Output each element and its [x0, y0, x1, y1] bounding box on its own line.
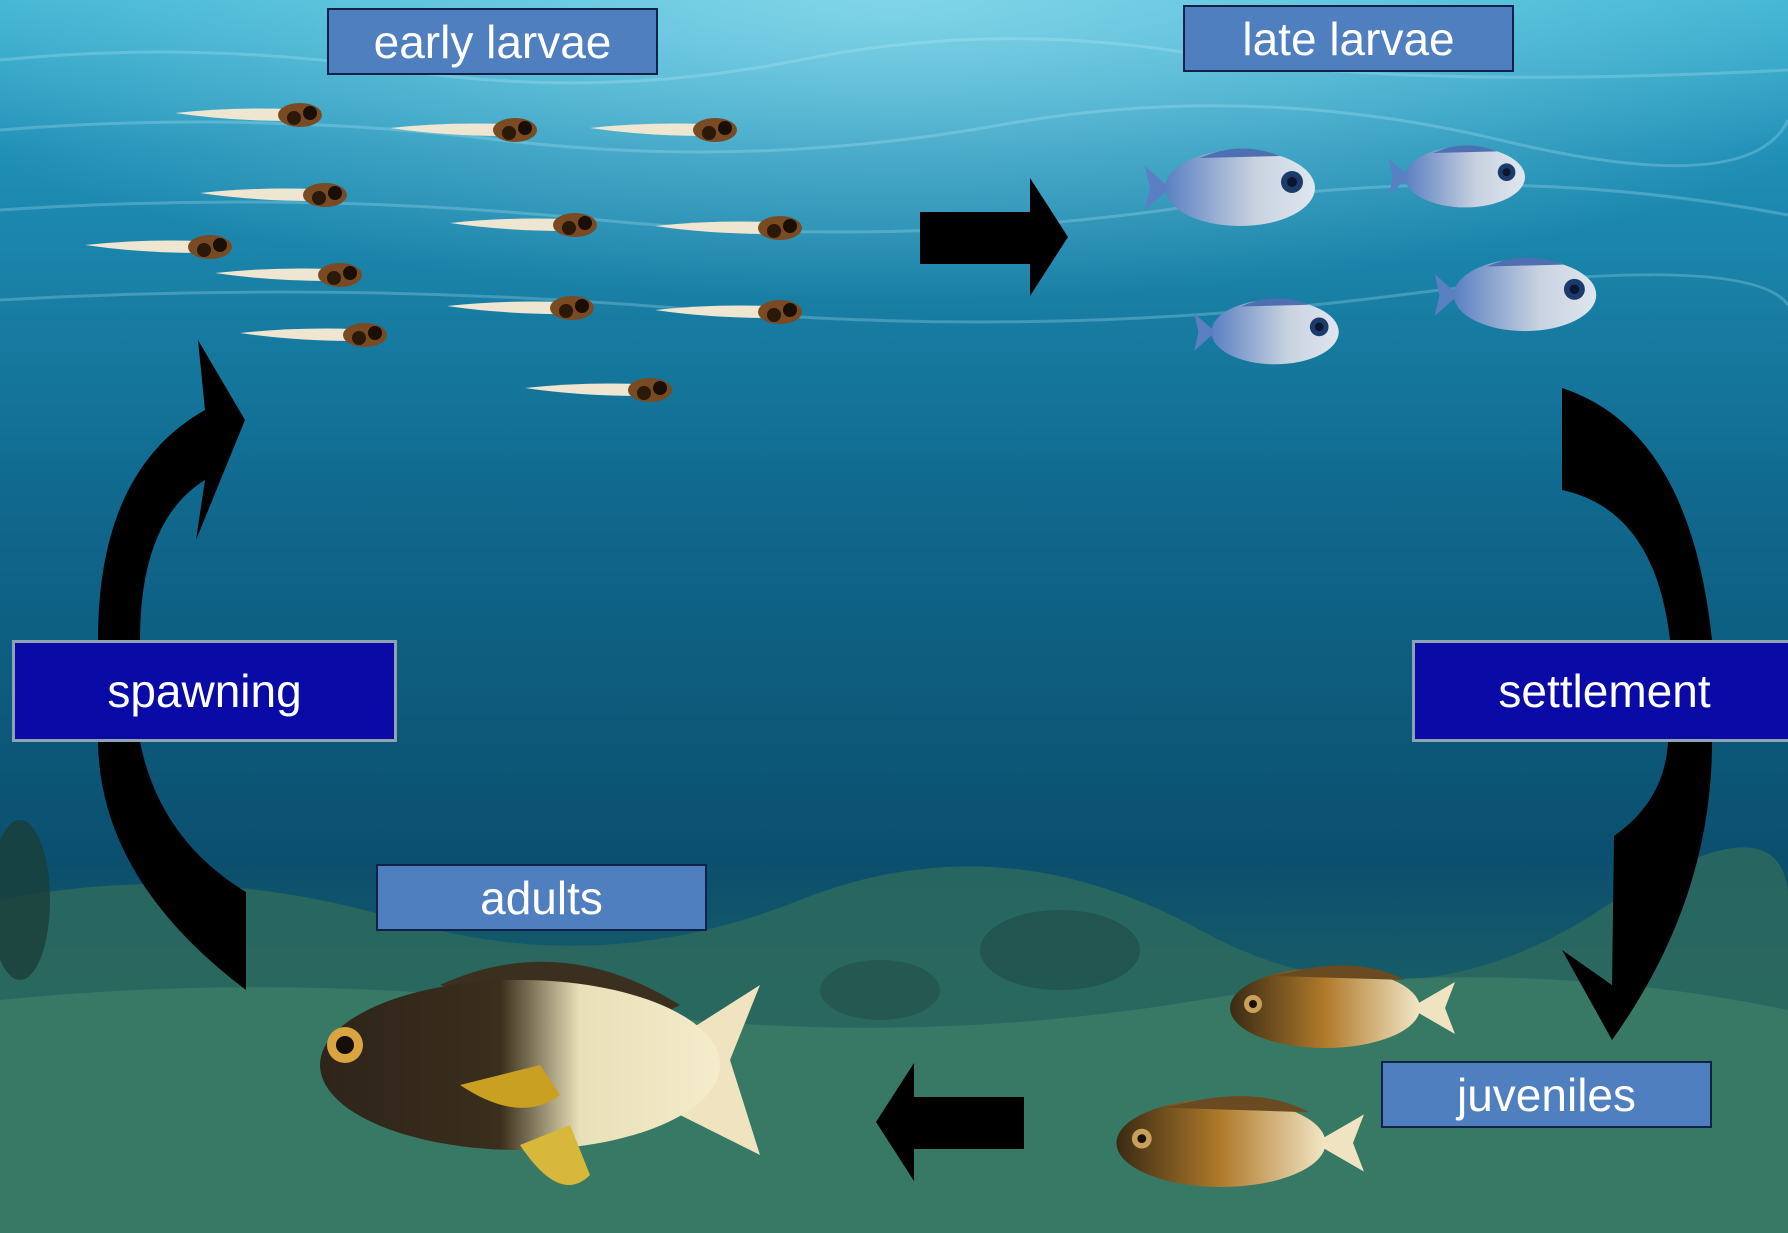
process-label-spawning: spawning	[12, 640, 397, 742]
stage-label-late-larvae: late larvae	[1183, 5, 1514, 72]
stage-label-adults: adults	[376, 864, 707, 931]
stage-label-juveniles: juveniles	[1381, 1061, 1712, 1128]
stage-label-early-larvae: early larvae	[327, 8, 658, 75]
process-label-settlement: settlement	[1412, 640, 1788, 742]
